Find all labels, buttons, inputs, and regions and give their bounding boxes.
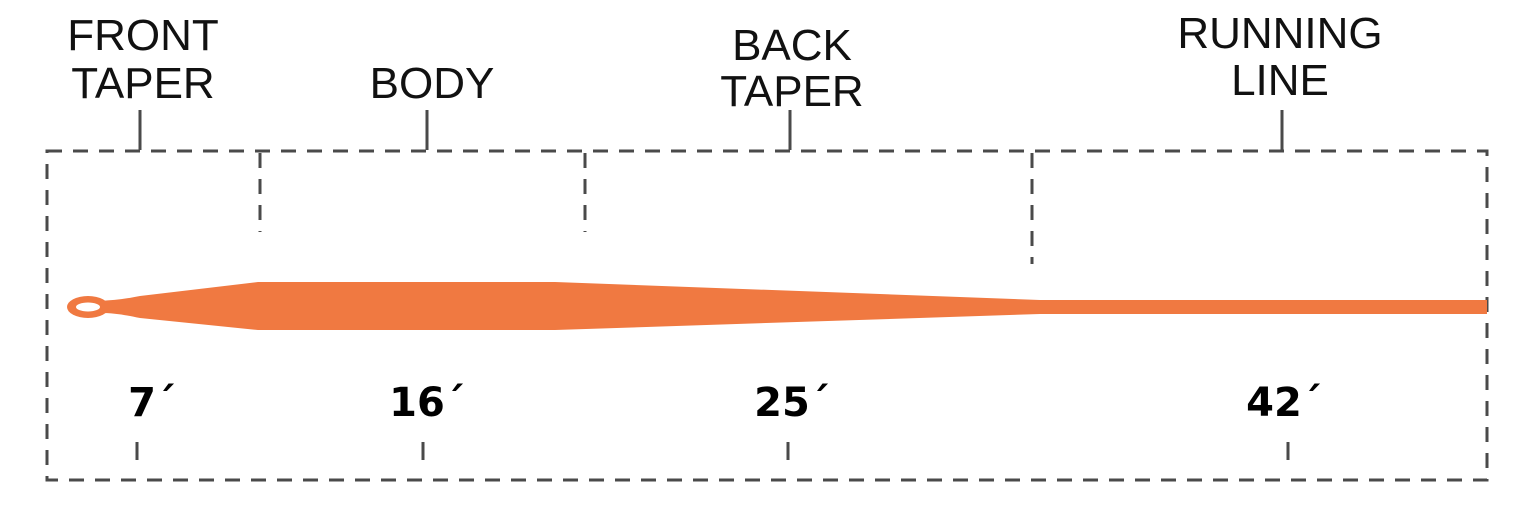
label-back-taper-line1: BACK [732,21,852,70]
welded-loop-hole [76,302,100,312]
label-front-taper-line1: FRONT [67,11,219,60]
length-back-taper: 25´ [754,380,830,426]
label-running-line-line2: LINE [1231,56,1329,105]
fly-line-profile [100,282,1487,330]
length-body: 16´ [389,380,465,426]
label-front-taper-line2: TAPER [71,59,214,108]
label-body: BODY [370,59,495,108]
label-running-line-line1: RUNNING [1177,9,1382,58]
label-back-taper-line2: TAPER [720,67,863,116]
fly-line-shape [67,282,1487,330]
length-running-line: 42´ [1246,380,1322,426]
length-front-taper: 7´ [128,380,176,426]
